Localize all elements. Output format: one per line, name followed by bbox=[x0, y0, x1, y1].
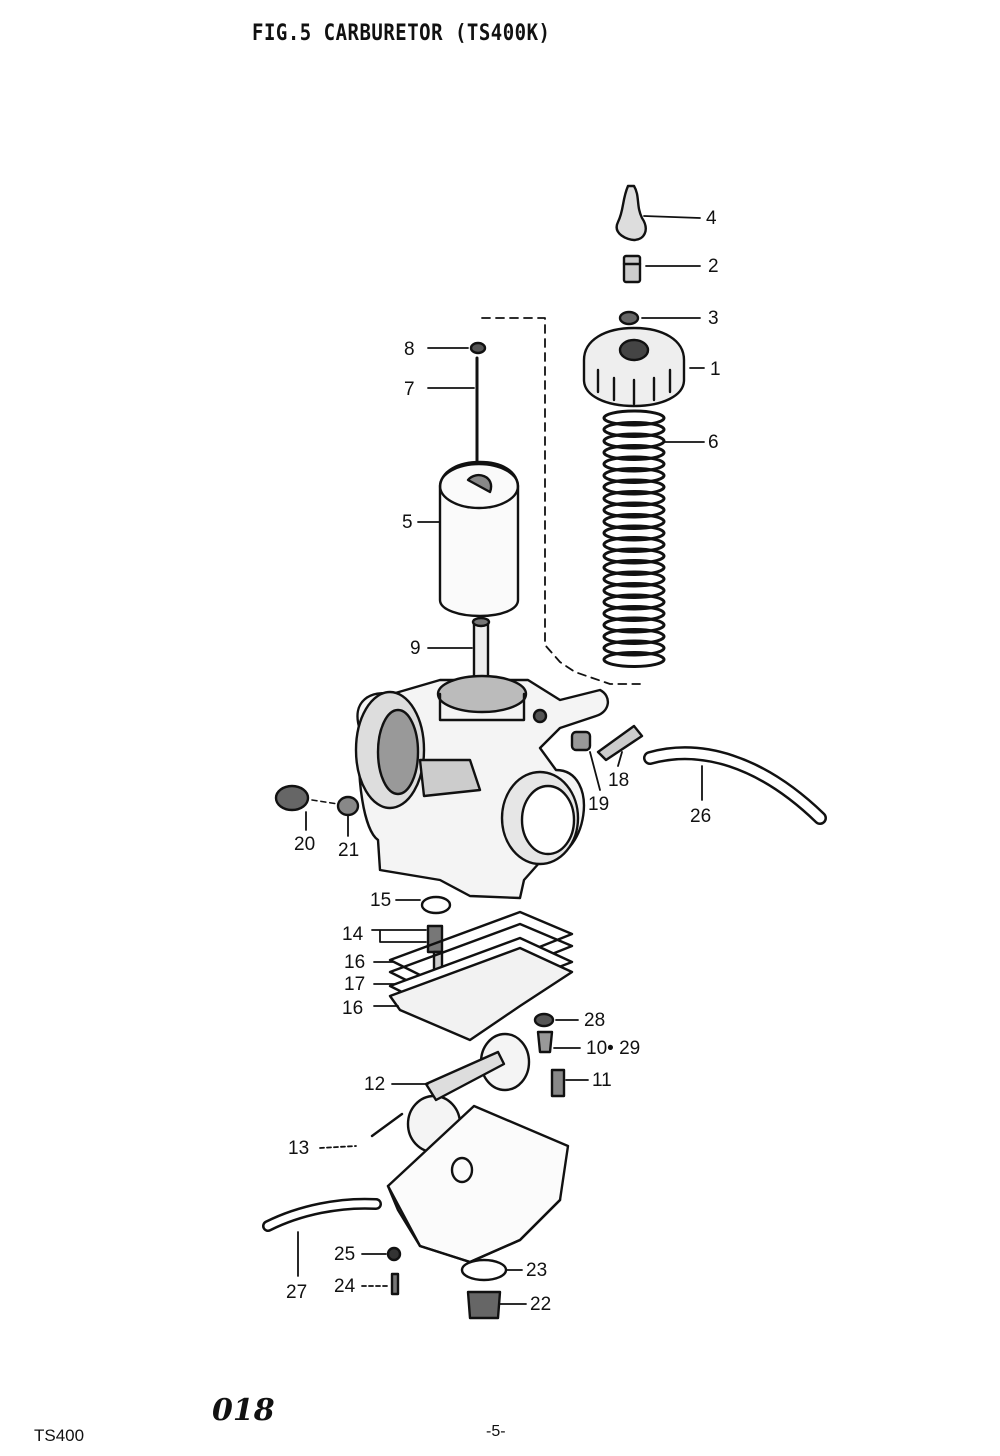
callout-28: 28 bbox=[584, 1010, 605, 1031]
needle-clip-part bbox=[469, 341, 487, 355]
spring-coil bbox=[602, 501, 666, 519]
lock-nut-part bbox=[618, 310, 640, 326]
callout-16: 16 bbox=[344, 952, 365, 973]
leader-lines bbox=[297, 215, 705, 1305]
model-label: TS400 bbox=[34, 1426, 85, 1445]
carburetor-body-part bbox=[354, 674, 609, 900]
callout-19: 19 bbox=[588, 794, 609, 815]
callout-22: 22 bbox=[530, 1294, 551, 1315]
spring-coil bbox=[602, 628, 666, 645]
spring-coil bbox=[602, 605, 666, 622]
float-pin-13-part bbox=[370, 1112, 404, 1138]
callout-12: 12 bbox=[364, 1074, 385, 1095]
callout-16: 16 bbox=[342, 998, 363, 1019]
spring-coil bbox=[602, 570, 666, 588]
spring-coil bbox=[602, 651, 666, 668]
callout-5: 5 bbox=[402, 512, 413, 533]
page-number: -5- bbox=[486, 1423, 506, 1440]
cap-20-part bbox=[274, 784, 310, 812]
screw-24-part bbox=[390, 1272, 400, 1296]
washer-28-part bbox=[533, 1012, 555, 1028]
callout-3: 3 bbox=[708, 308, 719, 329]
o-ring-15-part bbox=[420, 895, 452, 915]
spring-coil bbox=[602, 536, 666, 553]
spring-coil bbox=[602, 455, 666, 473]
callout-6: 6 bbox=[708, 432, 719, 453]
page-code: 018 bbox=[212, 1393, 275, 1428]
callout-9: 9 bbox=[410, 638, 421, 659]
callout-14: 14 bbox=[342, 924, 364, 945]
callout-15: 15 bbox=[370, 890, 391, 911]
throttle-spring-part bbox=[602, 409, 666, 668]
spring-coil bbox=[602, 478, 666, 496]
assembly-guide-line bbox=[481, 317, 641, 685]
figure-title: FIG.5 CARBURETOR (TS400K) bbox=[252, 20, 551, 46]
gasket-23-part bbox=[460, 1258, 508, 1282]
spring-coil bbox=[602, 524, 666, 542]
callout-8: 8 bbox=[404, 339, 415, 360]
callout-23: 23 bbox=[526, 1260, 547, 1281]
air-screw-cap-part bbox=[570, 730, 592, 752]
callout-10-29: 10• 29 bbox=[586, 1038, 640, 1059]
main-jet-14-part bbox=[426, 924, 444, 954]
spring-coil bbox=[602, 547, 666, 565]
throttle-stop-screw-part bbox=[596, 724, 644, 762]
callout-25: 25 bbox=[334, 1244, 355, 1265]
spring-coil bbox=[602, 421, 666, 438]
spring-coil bbox=[602, 616, 666, 634]
mixing-chamber-top-part bbox=[582, 326, 686, 408]
rubber-cap-part bbox=[615, 184, 647, 242]
spring-coil bbox=[602, 432, 666, 450]
callout-2: 2 bbox=[708, 256, 719, 277]
callout-24: 24 bbox=[334, 1276, 356, 1297]
callout-1: 1 bbox=[710, 359, 721, 380]
callout-11: 11 bbox=[592, 1070, 612, 1091]
float-valve-10-29-part bbox=[536, 1030, 554, 1054]
plug-22-part bbox=[466, 1290, 502, 1320]
spring-coil bbox=[602, 490, 666, 507]
spring-coil bbox=[602, 593, 666, 611]
spring-coil bbox=[602, 409, 666, 427]
throttle-valve-part bbox=[438, 460, 520, 618]
drain-screw-25-part bbox=[386, 1246, 402, 1262]
callout-7: 7 bbox=[404, 379, 415, 400]
float-chamber-gasket-part bbox=[388, 910, 574, 1042]
callout-20: 20 bbox=[294, 834, 315, 855]
callout-21: 21 bbox=[338, 840, 359, 861]
spring-coil bbox=[602, 467, 666, 484]
spring-coil bbox=[602, 582, 666, 599]
spring-coil bbox=[602, 513, 666, 530]
callout-17: 17 bbox=[344, 974, 365, 995]
needle-jet-part bbox=[471, 616, 491, 692]
cable-adjuster-part bbox=[622, 254, 642, 284]
callout-27: 27 bbox=[286, 1282, 307, 1303]
spring-coil bbox=[602, 559, 666, 576]
spring-coil bbox=[602, 444, 666, 461]
screw-11-part bbox=[550, 1068, 566, 1098]
callout-4: 4 bbox=[706, 208, 717, 229]
callout-13: 13 bbox=[288, 1138, 309, 1159]
callout-18: 18 bbox=[608, 770, 629, 791]
plug-21-part bbox=[336, 795, 360, 817]
spring-coil bbox=[602, 639, 666, 657]
callout-26: 26 bbox=[690, 806, 711, 827]
